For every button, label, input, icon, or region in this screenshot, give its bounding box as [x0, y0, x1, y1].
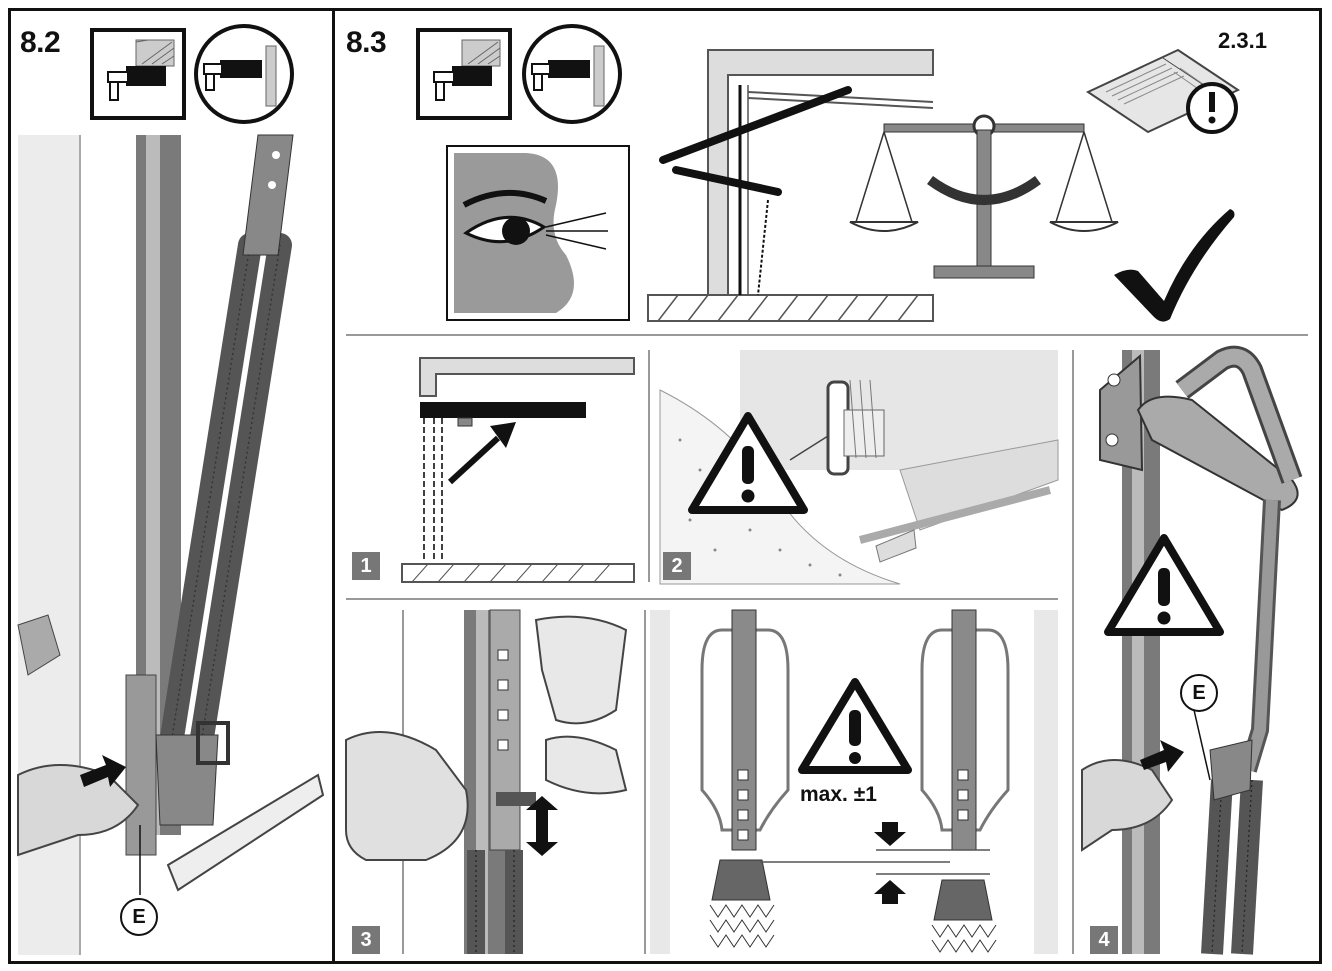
- balance-scale-icon: [849, 114, 1119, 279]
- mount-type-icon-8-3: [416, 28, 512, 120]
- manual-reference-number: 2.3.1: [1218, 28, 1267, 53]
- callout-e-left: E: [120, 898, 158, 936]
- step-badge-3: 3: [352, 926, 380, 954]
- section-label-8-2: 8.2: [20, 26, 61, 59]
- step-divider-3: [644, 610, 646, 954]
- mount-type-icon: [90, 28, 186, 120]
- section-divider: [332, 8, 335, 964]
- step-badge-4: 4: [1090, 926, 1118, 954]
- row-divider-top: [346, 334, 1308, 336]
- step-badge-1: 1: [352, 552, 380, 580]
- step4-bracket-illustration: [1081, 345, 1303, 955]
- door-section-diagram: [647, 49, 934, 322]
- step3-adjust-illustration: [345, 609, 628, 954]
- tolerance-label: max. ±1: [800, 783, 877, 806]
- spring-assembly-illustration: [17, 134, 325, 955]
- eye-inspect-icon: [446, 145, 630, 321]
- warning-icon-tolerance: [798, 678, 912, 774]
- warning-icon-step2: [688, 412, 808, 514]
- callout-e-step4: E: [1180, 674, 1218, 712]
- step1-track-diagram: [401, 357, 635, 583]
- mount-type-round-icon: [194, 24, 294, 124]
- step2-rail-illustration: [659, 350, 1059, 585]
- checkmark-icon: [1114, 209, 1235, 322]
- mount-type-round-icon-8-3: [522, 24, 622, 124]
- step-divider-1-2: [648, 350, 650, 582]
- row-divider-mid: [346, 598, 1058, 600]
- step-badge-2: 2: [663, 552, 691, 580]
- tolerance-diagram: [650, 609, 1058, 954]
- manual-page-frame: [8, 8, 1322, 964]
- manual-reference-icon: [1085, 48, 1241, 134]
- step-divider-4: [1072, 350, 1074, 954]
- section-label-8-3: 8.3: [346, 26, 387, 59]
- warning-icon-step4: [1104, 534, 1224, 636]
